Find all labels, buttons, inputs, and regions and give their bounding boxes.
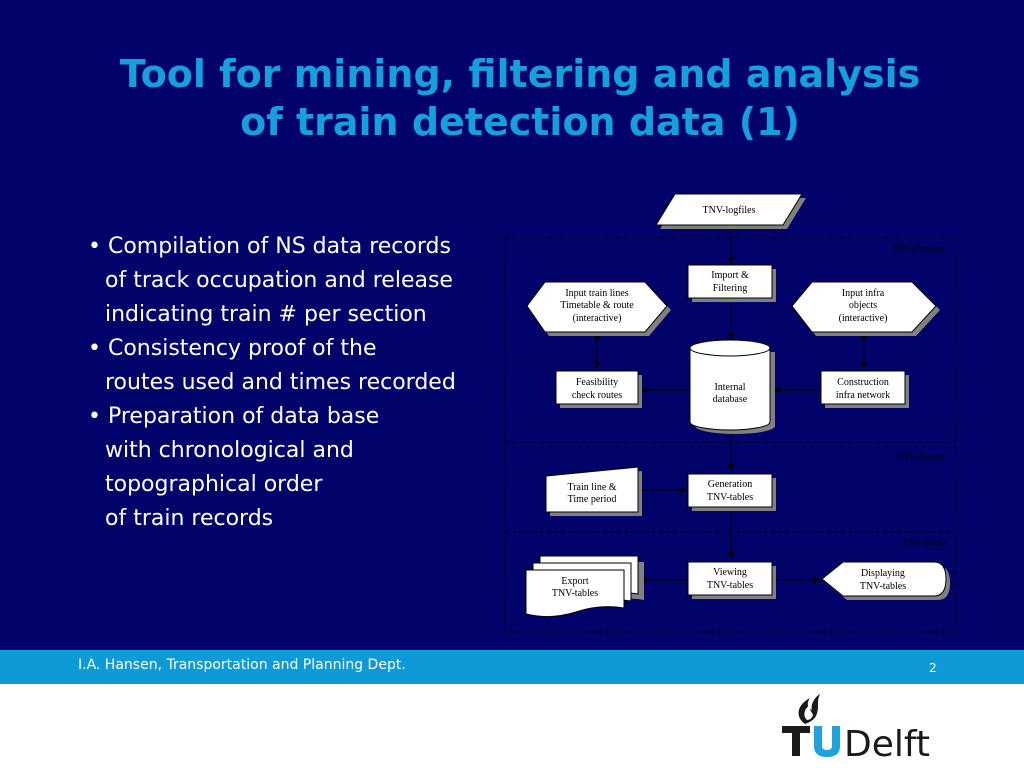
node-label-line2: TNV-tables — [707, 492, 753, 503]
section-frame — [504, 236, 956, 633]
node-label-line1: Internal — [714, 382, 745, 393]
section-label-show: TNV-Show — [902, 538, 945, 549]
node-shape — [821, 561, 947, 597]
node-label-line2: TNV-tables — [552, 588, 598, 599]
footer-bar: I.A. Hansen, Transportation and Planning… — [0, 650, 1024, 684]
bullet-list: • Compilation of NS data records of track… — [88, 230, 508, 536]
node-label-line2: Timetable & route — [560, 300, 634, 311]
bullet-item: • Consistency proof of the — [88, 332, 508, 366]
node-label-line2: TNV-tables — [860, 581, 906, 592]
node-shape — [687, 264, 773, 299]
node-label-line2: infra network — [836, 390, 890, 401]
bullet-item: • Preparation of data base — [88, 400, 508, 434]
bullet-continuation: routes used and times recorded — [105, 370, 456, 395]
node-internal-database: Internal database — [689, 339, 775, 434]
node-label-line1: Construction — [837, 377, 889, 388]
node-input-train-lines: Input train lines Timetable & route (int… — [526, 281, 671, 336]
slide-background: Tool for mining, filtering and analysis … — [0, 0, 1024, 650]
node-label-line2: check routes — [572, 390, 622, 401]
node-feasibility-check: Feasibility check routes — [555, 370, 642, 408]
bullet-item: • Compilation of NS data records — [88, 230, 508, 264]
node-viewing-tables: Viewing TNV-tables — [687, 561, 776, 599]
node-shape — [687, 473, 773, 508]
node-shape — [655, 193, 803, 226]
logo-t-stem — [792, 726, 800, 756]
node-shape — [689, 348, 771, 431]
bullet-dot-icon: • — [88, 336, 108, 361]
node-label-line1: Input train lines — [565, 288, 628, 299]
node-tnv-logfiles: TNV-logfiles — [655, 193, 806, 229]
bullet-dot-icon: • — [88, 404, 108, 429]
section-label-report: TNV-Report — [897, 452, 946, 463]
node-label-line2: database — [713, 394, 748, 405]
node-shape — [555, 370, 639, 405]
logo-delft-text: Delft — [844, 724, 930, 762]
node-label-line3: (interactive) — [839, 313, 888, 324]
node-label-line3: (interactive) — [573, 313, 622, 324]
node-input-infra-objects: Input infra objects (interactive) — [791, 281, 940, 336]
node-top — [689, 339, 771, 357]
node-label-line2: TNV-tables — [707, 580, 753, 591]
node-label: TNV-logfiles — [703, 205, 756, 216]
flame-inner-icon — [804, 705, 813, 720]
node-label-line1: Export — [561, 576, 588, 587]
bullet-continuation: of train records — [105, 506, 274, 531]
bullet-continuation: topographical order — [105, 472, 323, 497]
bullet-continuation: with chronological and — [105, 438, 354, 463]
node-label-line1: Displaying — [861, 568, 905, 579]
flow-diagram: TNV-Prepare TNV-Report TNV-Show TNV-logf… — [504, 193, 956, 633]
node-label-line2: Filtering — [713, 283, 747, 294]
bullet-text: Compilation of NS data records — [107, 234, 451, 259]
node-generation-tables: Generation TNV-tables — [687, 473, 776, 511]
node-label-line1: Generation — [708, 479, 752, 490]
node-label-line1: Input infra — [842, 288, 885, 299]
bullet-continuation: indicating train # per section — [105, 302, 427, 327]
tu-delft-flame-logo-icon: Delft — [782, 694, 930, 762]
node-shape — [820, 370, 906, 405]
node-displaying-tables: Displaying TNV-tables — [821, 561, 950, 600]
logo-u — [814, 726, 840, 757]
bullet-continuation: of track occupation and release — [105, 268, 453, 293]
node-shape — [687, 561, 773, 596]
node-label-line1: Train line & — [567, 482, 616, 493]
title-line-1: Tool for mining, filtering and analysis — [119, 52, 921, 96]
bullet-text: Consistency proof of the — [107, 336, 377, 361]
node-shape — [545, 466, 639, 513]
node-train-line-period: Train line & Time period — [545, 466, 642, 516]
diagram-connectors — [593, 226, 868, 584]
bullet-dot-icon: • — [88, 234, 108, 259]
title-line-2: of train detection data (1) — [240, 100, 800, 144]
page-number: 2 — [929, 661, 937, 675]
node-shape — [526, 281, 668, 333]
node-label-line2: objects — [849, 300, 877, 311]
node-import-filtering: Import & Filtering — [687, 264, 776, 302]
footer-author: I.A. Hansen, Transportation and Planning… — [78, 657, 406, 673]
node-label-line1: Import & — [711, 270, 749, 281]
section-label-prepare: TNV-Prepare — [892, 244, 946, 255]
doc-front — [525, 569, 625, 618]
tu-delft-logo: Delft — [782, 694, 930, 762]
bullet-text: Preparation of data base — [107, 404, 380, 429]
node-shape — [791, 281, 937, 333]
node-export-tables: Export TNV-tables — [525, 555, 644, 618]
node-construction-infra: Construction infra network — [820, 370, 909, 408]
node-label-line2: Time period — [568, 494, 617, 505]
node-label-line1: Viewing — [713, 567, 747, 578]
slide-title: Tool for mining, filtering and analysis … — [40, 50, 1000, 146]
node-label-line1: Feasibility — [576, 377, 618, 388]
